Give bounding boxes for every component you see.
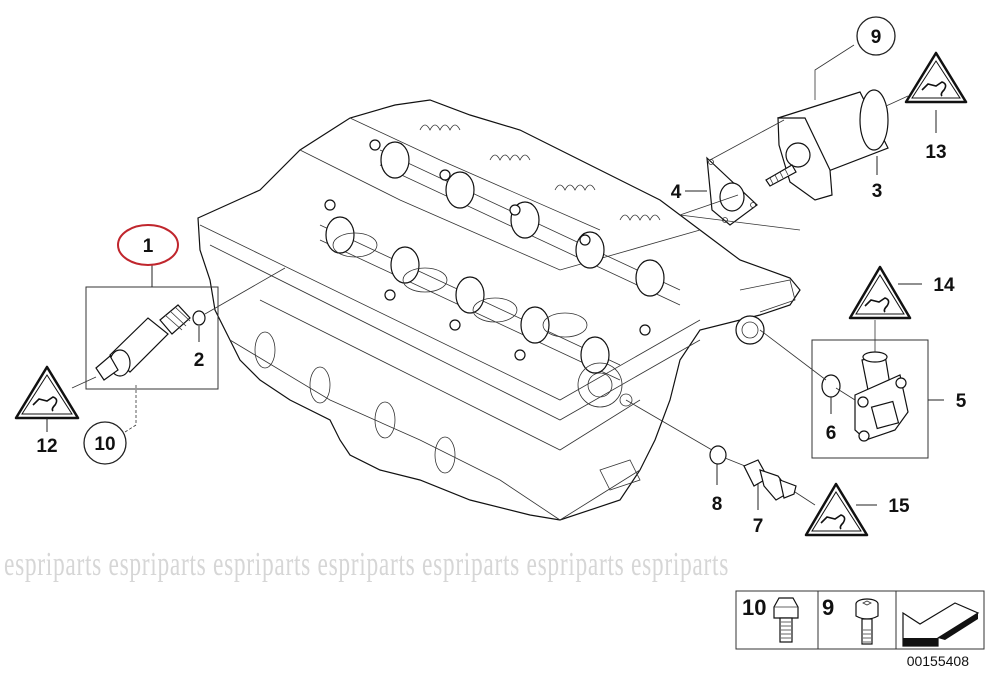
- servomotor-part-3: [765, 89, 889, 201]
- plug-connector-warning-icon: [804, 482, 869, 537]
- cylinder-head-bolts: [324, 139, 651, 361]
- svg-text:4: 4: [671, 182, 682, 203]
- gasket-part-4: [706, 156, 758, 226]
- callout-15[interactable]: 15: [804, 482, 910, 537]
- svg-text:9: 9: [822, 595, 834, 620]
- legend-item-torx-bolt: 9: [822, 595, 879, 645]
- sensor-part-5-drawing: [854, 351, 909, 442]
- callout-4[interactable]: 4: [671, 182, 707, 203]
- sealing-ring-part-8: [709, 445, 727, 465]
- svg-text:8: 8: [712, 494, 723, 515]
- svg-text:10: 10: [742, 595, 766, 620]
- svg-text:14: 14: [933, 275, 955, 296]
- callout-10[interactable]: 10: [83, 385, 137, 465]
- callout-2[interactable]: 2: [194, 326, 205, 371]
- svg-text:1: 1: [143, 236, 154, 257]
- callout-13[interactable]: 13: [885, 51, 968, 163]
- svg-text:9: 9: [871, 27, 882, 48]
- svg-text:3: 3: [872, 181, 883, 202]
- servomotor-group: [679, 89, 889, 231]
- svg-text:5: 5: [956, 391, 967, 412]
- svg-text:13: 13: [925, 142, 946, 163]
- o-ring-part-6: [821, 374, 841, 398]
- legend-item-arrow: [902, 602, 980, 647]
- svg-text:10: 10: [94, 434, 115, 455]
- svg-text:2: 2: [194, 350, 205, 371]
- callout-7[interactable]: 7: [753, 483, 764, 537]
- plug-connector-warning-icon: [848, 265, 912, 320]
- direction-arrow-icon: [902, 602, 980, 647]
- svg-text:15: 15: [888, 496, 910, 517]
- callout-6[interactable]: 6: [826, 397, 837, 444]
- callout-3[interactable]: 3: [872, 156, 883, 202]
- plug-connector-warning-icon: [14, 365, 80, 420]
- callout-12[interactable]: 12: [14, 365, 97, 457]
- callout-5[interactable]: 5: [928, 391, 967, 412]
- cylinder-head-drawing: [197, 99, 801, 521]
- fastener-legend: 10 9: [735, 590, 985, 650]
- pressure-switch-part-7: [743, 459, 797, 501]
- svg-text:12: 12: [36, 436, 57, 457]
- document-number: 00155408: [907, 653, 970, 669]
- callout-9[interactable]: 9: [814, 16, 896, 100]
- torx-bolt-icon: [855, 598, 879, 645]
- callout-8[interactable]: 8: [712, 464, 723, 515]
- part-5-sensor-group: [759, 320, 929, 459]
- callout-1[interactable]: 1: [117, 224, 179, 266]
- legend-item-hex-bolt: 10: [742, 595, 799, 643]
- callout-14[interactable]: 14: [848, 265, 955, 320]
- camshaft-exhaust: [319, 216, 621, 381]
- solenoid-valve-drawing: [95, 304, 206, 381]
- svg-text:7: 7: [753, 516, 764, 537]
- watermark-text: espriparts espriparts espriparts espripa…: [4, 546, 729, 583]
- o-ring-part-2: [192, 310, 206, 326]
- valve-springs: [419, 124, 661, 221]
- part-1-solenoid-group: [85, 265, 219, 390]
- plug-connector-warning-icon: [904, 51, 968, 104]
- svg-text:6: 6: [826, 423, 837, 444]
- callout-1-highlight-ring: [117, 224, 179, 266]
- hex-bolt-icon: [773, 597, 799, 643]
- part-5-box: [811, 339, 929, 459]
- oil-pressure-switch-group: [625, 399, 816, 506]
